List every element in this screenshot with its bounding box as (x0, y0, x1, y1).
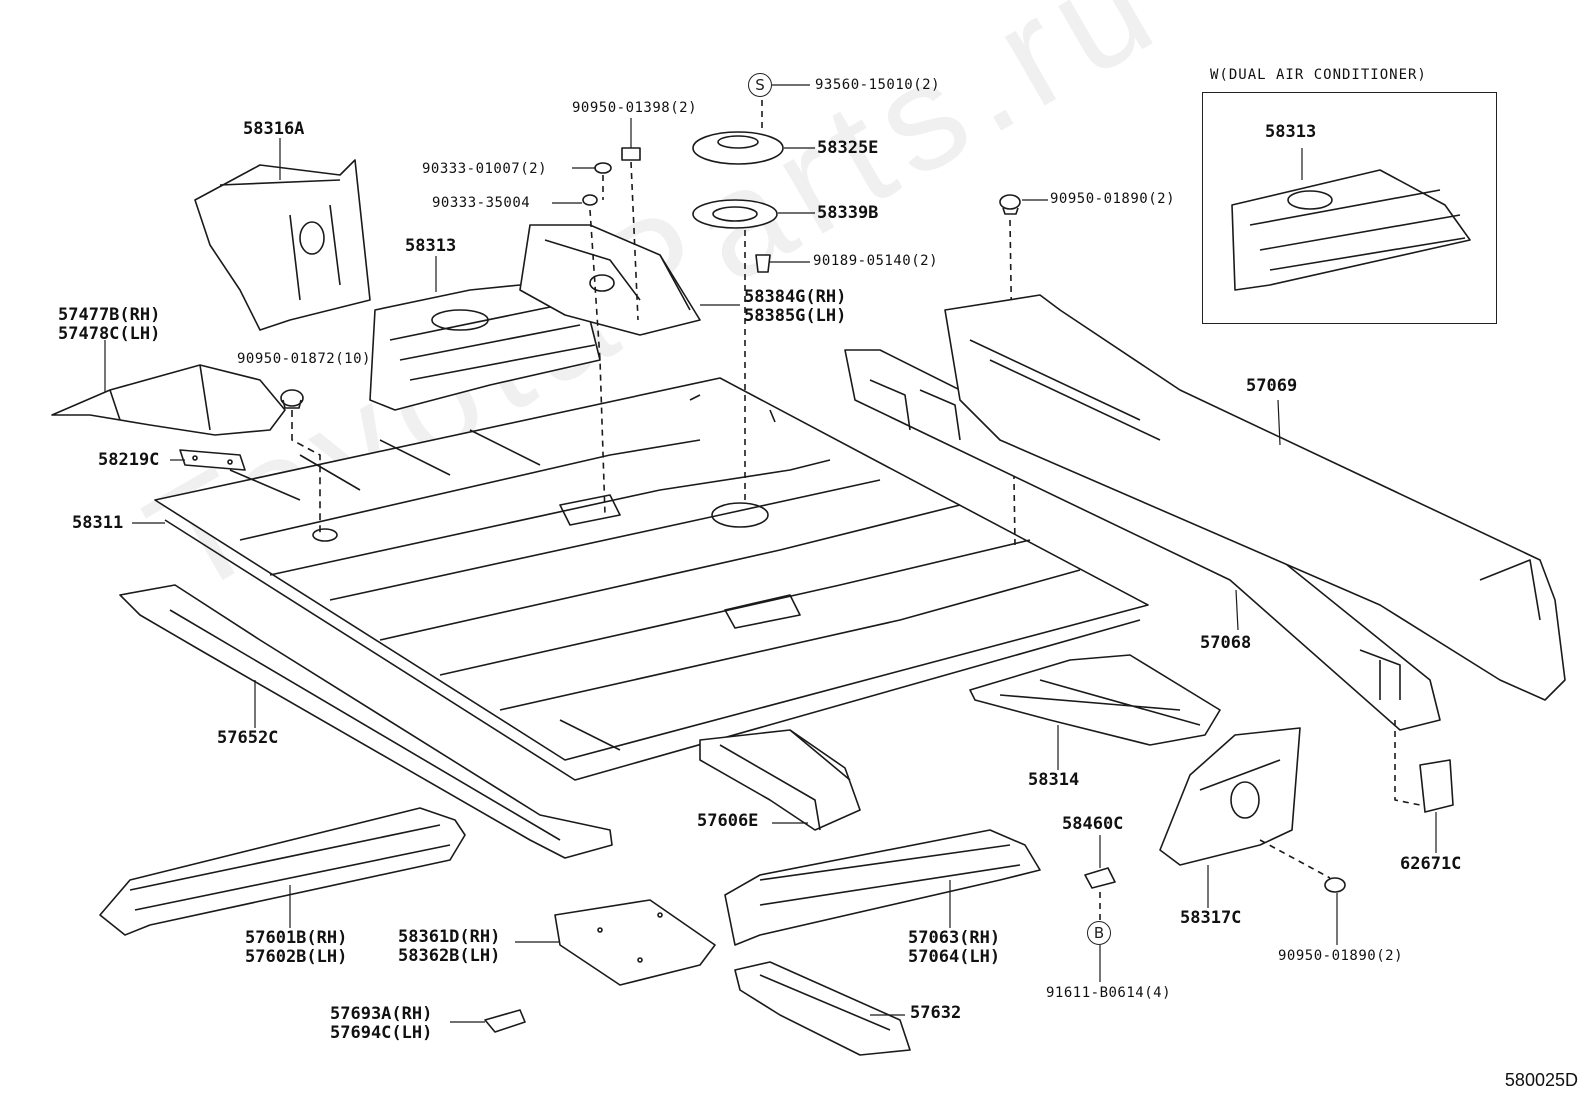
part-57606E (699, 729, 861, 831)
part-90950-01890-bottom (1259, 839, 1346, 893)
label-90950-01398[interactable]: 90950-01398(2) (572, 100, 698, 116)
part-57632 (734, 961, 911, 1056)
label-90950-01890-top[interactable]: 90950-01890(2) (1050, 191, 1176, 207)
floor-pan-58311 (154, 377, 1149, 781)
label-57477B-57478C[interactable]: 57477B(RH) 57478C(LH) (58, 306, 160, 344)
label-58339B[interactable]: 58339B (817, 203, 879, 223)
part-58384G (519, 224, 701, 336)
label-58313[interactable]: 58313 (405, 236, 457, 256)
part-90950-01890-top (999, 194, 1021, 546)
label-58317C[interactable]: 58317C (1180, 908, 1242, 928)
inset-part-58313 (1231, 169, 1471, 291)
part-58460C (1084, 867, 1116, 920)
part-58325E (692, 131, 784, 165)
part-58361D (554, 899, 716, 986)
label-58460C[interactable]: 58460C (1062, 814, 1124, 834)
label-58361D-58362B[interactable]: 58361D(RH) 58362B(LH) (398, 928, 500, 966)
part-58316A (194, 159, 371, 331)
part-58313 (369, 284, 601, 411)
label-57477B[interactable]: 57477B(RH) (58, 305, 161, 325)
part-58219C (179, 449, 246, 471)
part-58339B (692, 199, 778, 229)
label-57606E[interactable]: 57606E (697, 811, 759, 831)
inset-frame (1202, 92, 1497, 324)
label-90189-05140[interactable]: 90189-05140(2) (813, 253, 939, 269)
part-90950-01872 (280, 389, 321, 535)
leader-lines (104, 84, 1437, 1023)
label-91611-B0614[interactable]: 91611-B0614(4) (1046, 985, 1172, 1001)
part-62671C (1419, 759, 1454, 813)
label-57652C[interactable]: 57652C (217, 728, 279, 748)
label-inset-58313[interactable]: 58313 (1265, 122, 1317, 142)
label-58384G-58385G[interactable]: 58384G(RH) 58385G(LH) (744, 288, 846, 326)
label-90950-01872[interactable]: 90950-01872(10) (237, 351, 371, 367)
label-58362B[interactable]: 58362B(LH) (398, 946, 501, 966)
label-93560-15010[interactable]: 93560-15010(2) (815, 77, 941, 93)
label-57601B-57602B[interactable]: 57601B(RH) 57602B(LH) (245, 929, 347, 967)
label-58325E[interactable]: 58325E (817, 138, 879, 158)
symbol-s-badge: S (748, 73, 772, 97)
label-57068[interactable]: 57068 (1200, 633, 1252, 653)
label-57632[interactable]: 57632 (910, 1003, 962, 1023)
label-57693A[interactable]: 57693A(RH) (330, 1004, 433, 1024)
label-57694C[interactable]: 57694C(LH) (330, 1023, 433, 1043)
label-62671C[interactable]: 62671C (1400, 854, 1462, 874)
label-90333-35004[interactable]: 90333-35004 (432, 195, 531, 211)
label-58311[interactable]: 58311 (72, 513, 124, 533)
label-90333-01007[interactable]: 90333-01007(2) (422, 161, 548, 177)
label-57693A-57694C[interactable]: 57693A(RH) 57694C(LH) (330, 1005, 432, 1043)
label-58314[interactable]: 58314 (1028, 770, 1080, 790)
label-57602B[interactable]: 57602B(LH) (245, 947, 348, 967)
part-58314 (969, 654, 1221, 746)
diagram-code: 580025D (1504, 1070, 1578, 1090)
label-58384G[interactable]: 58384G(RH) (744, 287, 847, 307)
part-90189-05140 (755, 254, 771, 273)
part-57069 (944, 294, 1566, 701)
label-57601B[interactable]: 57601B(RH) (245, 928, 348, 948)
label-90950-01890-bottom[interactable]: 90950-01890(2) (1278, 948, 1404, 964)
part-90333-35004 (582, 194, 606, 516)
part-57601B (99, 807, 466, 936)
label-58316A[interactable]: 58316A (243, 119, 305, 139)
label-57478C[interactable]: 57478C(LH) (58, 324, 161, 344)
part-57477B (51, 364, 286, 436)
label-58385G[interactable]: 58385G(LH) (744, 306, 847, 326)
part-57652C (119, 584, 613, 859)
label-58219C[interactable]: 58219C (98, 450, 160, 470)
inset-title: W(DUAL AIR CONDITIONER) (1210, 67, 1427, 83)
label-57064[interactable]: 57064(LH) (908, 947, 1001, 967)
label-57063-57064[interactable]: 57063(RH) 57064(LH) (908, 929, 1000, 967)
label-57069[interactable]: 57069 (1246, 376, 1298, 396)
part-58317C (1159, 727, 1301, 866)
part-57063 (724, 829, 1041, 946)
label-57063[interactable]: 57063(RH) (908, 928, 1001, 948)
part-57693A (484, 1009, 526, 1033)
part-90950-01398 (621, 147, 641, 321)
part-90333-01007 (594, 162, 612, 200)
symbol-b-badge: B (1087, 921, 1111, 945)
label-58361D[interactable]: 58361D(RH) (398, 927, 501, 947)
